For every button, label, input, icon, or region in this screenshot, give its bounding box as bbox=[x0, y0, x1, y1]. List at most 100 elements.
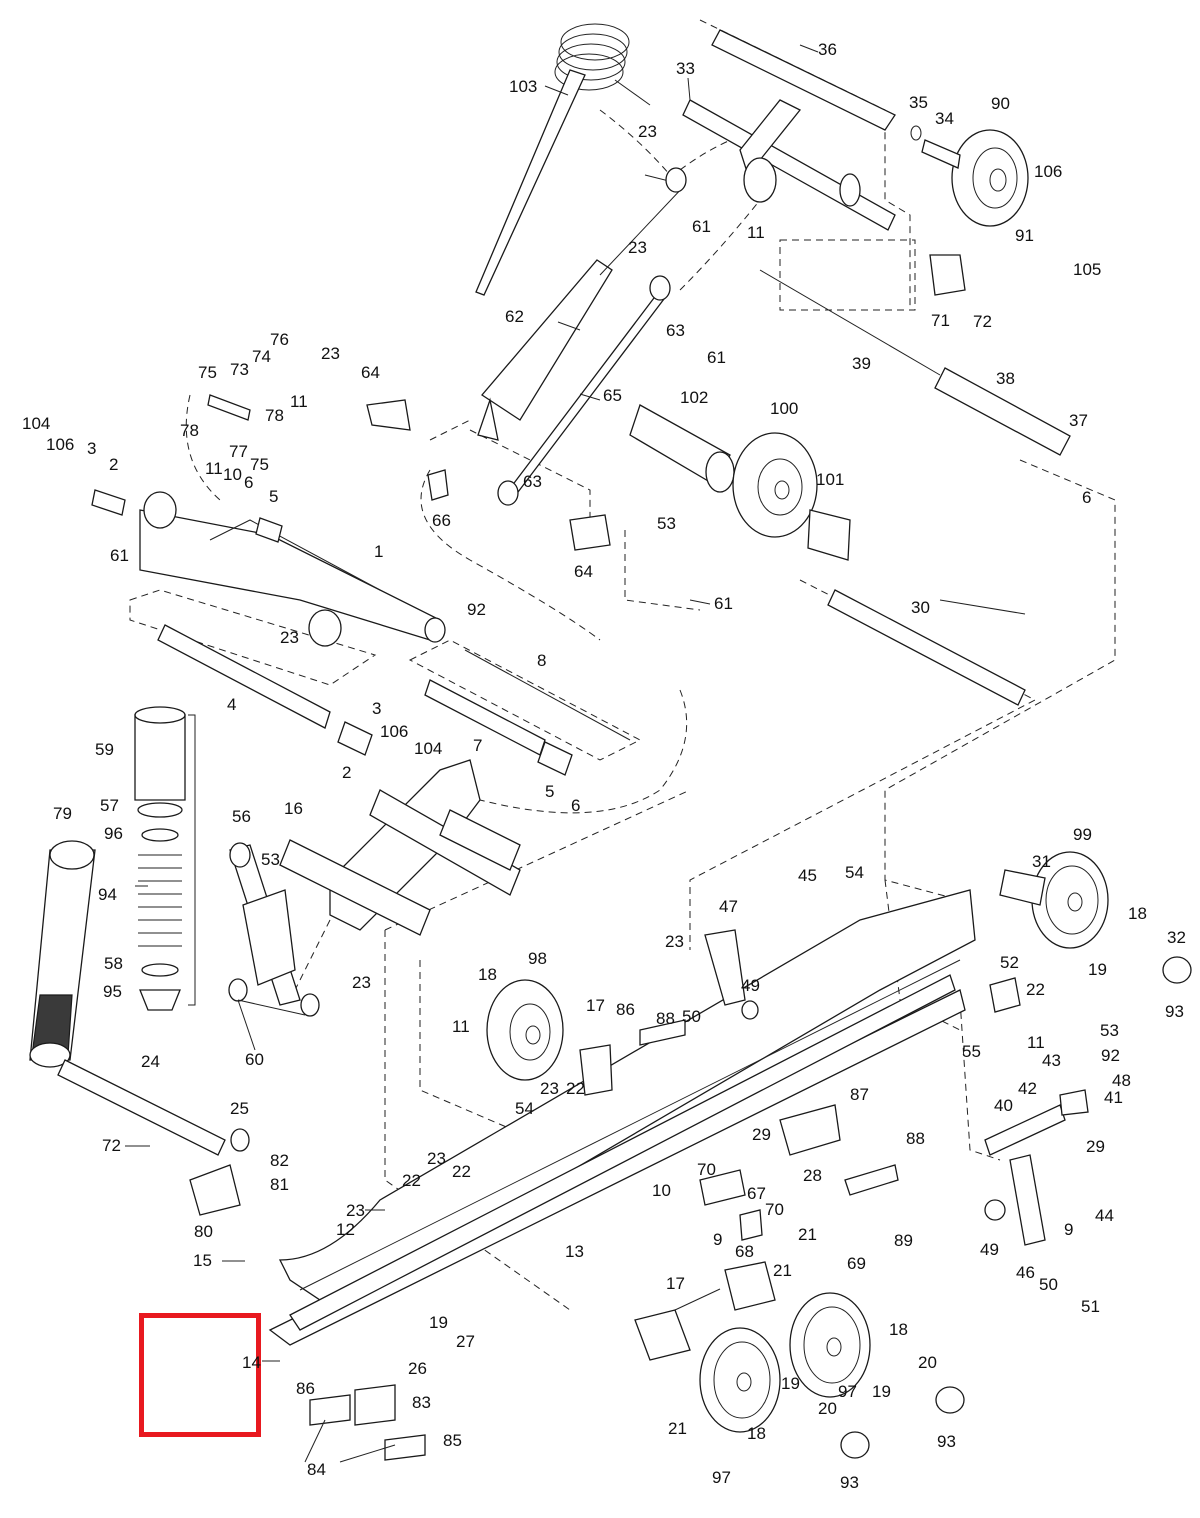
callout-98: 98 bbox=[528, 949, 547, 968]
callout-88: 88 bbox=[656, 1009, 675, 1028]
callout-39: 39 bbox=[852, 354, 871, 373]
callout-61-c: 61 bbox=[110, 546, 129, 565]
callout-16: 16 bbox=[284, 799, 303, 818]
callout-22: 22 bbox=[1026, 980, 1045, 999]
callout-63-b: 63 bbox=[523, 472, 542, 491]
callout-28: 28 bbox=[803, 1166, 822, 1185]
callout-78: 78 bbox=[180, 421, 199, 440]
callout-50-b: 50 bbox=[1039, 1275, 1058, 1294]
callout-19: 19 bbox=[1088, 960, 1107, 979]
callout-49-b: 49 bbox=[980, 1240, 999, 1259]
callout-11-b: 11 bbox=[290, 392, 308, 411]
callout-102: 102 bbox=[680, 388, 709, 407]
spring-stack bbox=[134, 706, 196, 1011]
callout-22-c: 22 bbox=[452, 1162, 471, 1181]
callout-53: 53 bbox=[657, 514, 676, 533]
callout-6-b: 6 bbox=[1082, 488, 1092, 507]
callout-56: 56 bbox=[232, 807, 251, 826]
rod-39-tube-38 bbox=[759, 269, 1071, 456]
rear-link-40-46 bbox=[984, 1089, 1089, 1246]
callout-78-b: 78 bbox=[265, 406, 284, 425]
callout-105: 105 bbox=[1073, 260, 1102, 279]
wheel-caps-93 bbox=[840, 956, 1192, 1459]
callout-23: 23 bbox=[638, 122, 657, 141]
callout-61: 61 bbox=[692, 217, 711, 236]
callout-91: 91 bbox=[1015, 226, 1034, 245]
callout-95: 95 bbox=[103, 982, 122, 1001]
slide-rails bbox=[268, 889, 976, 1346]
callout-17: 17 bbox=[586, 996, 605, 1015]
callout-63: 63 bbox=[666, 321, 685, 340]
callout-15: 15 bbox=[193, 1251, 212, 1270]
callout-33: 33 bbox=[676, 59, 695, 78]
callout-68: 68 bbox=[735, 1242, 754, 1261]
callout-104-b: 104 bbox=[414, 739, 443, 758]
callout-61-b: 61 bbox=[707, 348, 726, 367]
callout-12: 12 bbox=[336, 1220, 355, 1239]
callout-18: 18 bbox=[1128, 904, 1147, 923]
callout-72-b: 72 bbox=[102, 1136, 121, 1155]
callout-43: 43 bbox=[1042, 1051, 1061, 1070]
rocker-16 bbox=[279, 759, 521, 936]
callout-57: 57 bbox=[100, 796, 119, 815]
callout-96: 96 bbox=[104, 824, 123, 843]
callout-72: 72 bbox=[973, 312, 992, 331]
callout-23-i: 23 bbox=[346, 1201, 365, 1220]
callout-58: 58 bbox=[104, 954, 123, 973]
callout-64: 64 bbox=[361, 363, 380, 382]
callout-75-b: 75 bbox=[250, 455, 269, 474]
callout-86-b: 86 bbox=[296, 1379, 315, 1398]
callout-2-b: 2 bbox=[342, 763, 352, 782]
callout-41: 41 bbox=[1104, 1088, 1123, 1107]
callout-46: 46 bbox=[1016, 1263, 1035, 1282]
callout-11-e: 11 bbox=[1027, 1033, 1045, 1052]
rear-shock-56 bbox=[228, 842, 320, 1017]
callout-59: 59 bbox=[95, 740, 114, 759]
callout-66: 66 bbox=[432, 511, 451, 530]
callout-80: 80 bbox=[194, 1222, 213, 1241]
callout-23-h: 23 bbox=[427, 1149, 446, 1168]
callout-64-b: 64 bbox=[574, 562, 593, 581]
highlight-box bbox=[139, 1313, 261, 1437]
callout-18-b: 18 bbox=[478, 965, 497, 984]
callout-45: 45 bbox=[798, 866, 817, 885]
callout-24: 24 bbox=[141, 1052, 160, 1071]
callout-32: 32 bbox=[1167, 928, 1186, 947]
callout-106-c: 106 bbox=[380, 722, 409, 741]
callout-18-d: 18 bbox=[747, 1424, 766, 1443]
misc-hardware bbox=[207, 254, 1021, 1241]
callout-103: 103 bbox=[509, 77, 538, 96]
callout-47: 47 bbox=[719, 897, 738, 916]
callout-29-b: 29 bbox=[1086, 1137, 1105, 1156]
callout-19-c: 19 bbox=[872, 1382, 891, 1401]
cross-shafts bbox=[157, 589, 1026, 776]
callout-19-b: 19 bbox=[429, 1313, 448, 1332]
callout-14: 14 bbox=[242, 1353, 261, 1372]
callout-49: 49 bbox=[741, 976, 760, 995]
callout-22-d: 22 bbox=[402, 1171, 421, 1190]
callout-22-b: 22 bbox=[566, 1079, 585, 1098]
callout-20: 20 bbox=[918, 1353, 937, 1372]
callout-7: 7 bbox=[473, 736, 483, 755]
callout-85: 85 bbox=[443, 1431, 462, 1450]
callout-21: 21 bbox=[798, 1225, 817, 1244]
callout-74: 74 bbox=[252, 347, 271, 366]
callout-40: 40 bbox=[994, 1096, 1013, 1115]
callout-6-c: 6 bbox=[571, 796, 581, 815]
front-shock-62 bbox=[477, 167, 687, 506]
torsion-spring-103 bbox=[475, 23, 651, 296]
callout-97-b: 97 bbox=[712, 1468, 731, 1487]
callout-104: 104 bbox=[22, 414, 51, 433]
callout-86: 86 bbox=[616, 1000, 635, 1019]
rollers-100-101-102 bbox=[629, 404, 851, 561]
callout-3-b: 3 bbox=[372, 699, 382, 718]
callout-79: 79 bbox=[53, 804, 72, 823]
callout-6: 6 bbox=[244, 473, 254, 492]
callout-94: 94 bbox=[98, 885, 117, 904]
rear-arm-1 bbox=[91, 489, 446, 647]
callout-30: 30 bbox=[911, 598, 930, 617]
brackets-83-84 bbox=[309, 1384, 426, 1461]
callout-26: 26 bbox=[408, 1359, 427, 1378]
callout-19-d: 19 bbox=[781, 1374, 800, 1393]
callout-61-d: 61 bbox=[714, 594, 733, 613]
